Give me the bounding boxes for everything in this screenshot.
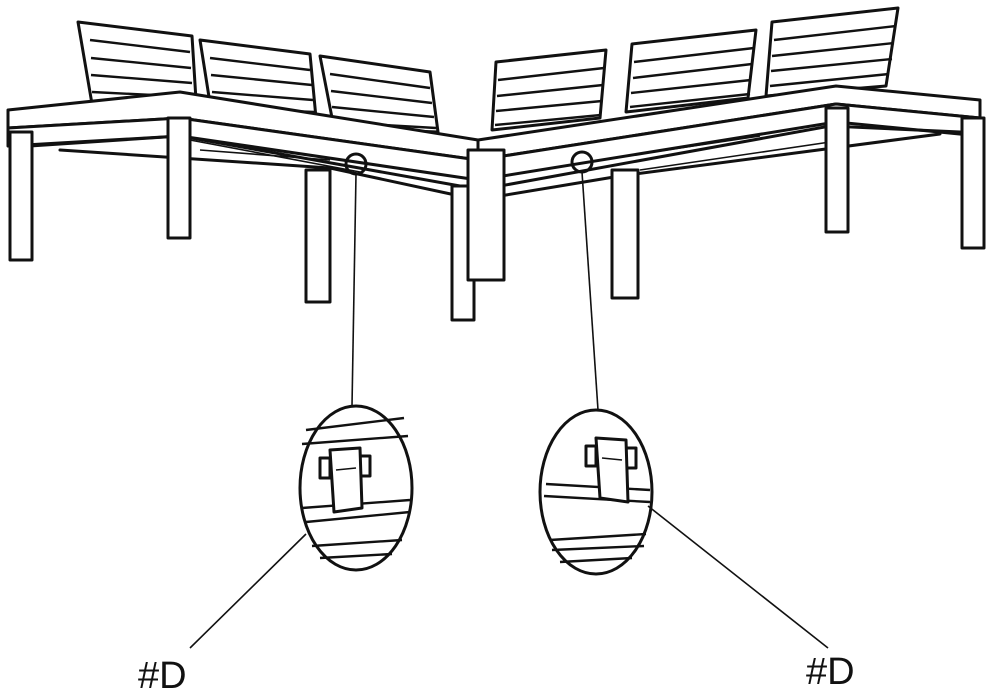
bracket-clip <box>584 436 638 504</box>
callout-leaders <box>189 505 829 649</box>
seat-back <box>490 48 608 132</box>
leg <box>166 116 192 240</box>
leg <box>8 130 34 262</box>
leader-lines <box>351 171 599 411</box>
legs <box>8 106 986 322</box>
leg <box>960 116 986 250</box>
callout-label-right: #D <box>806 651 855 693</box>
seat-back <box>764 6 900 98</box>
leg <box>610 168 640 300</box>
bracket-clip <box>318 446 372 514</box>
detail-bubble-left <box>298 404 414 572</box>
detail-bubble-right <box>538 408 654 576</box>
leg-center <box>466 148 506 282</box>
callout-label-left: #D <box>138 655 187 697</box>
leg <box>304 168 332 304</box>
leg <box>824 106 850 234</box>
seat-back <box>318 54 440 134</box>
